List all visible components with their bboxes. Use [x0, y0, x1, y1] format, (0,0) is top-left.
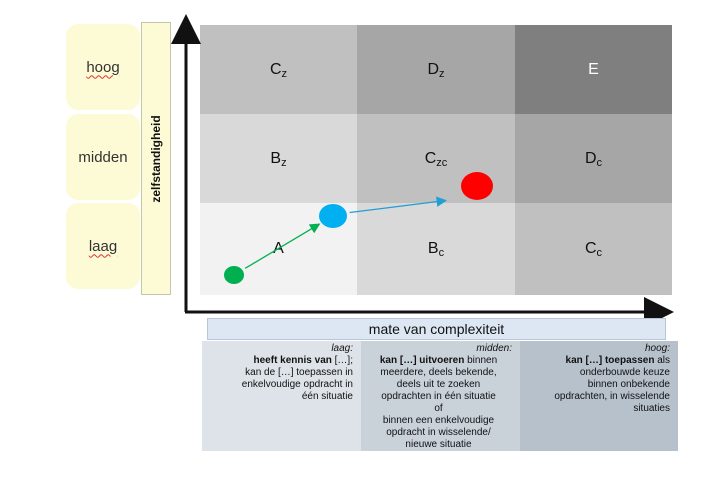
cell-E: E: [515, 25, 672, 114]
y-level-label: laag: [88, 237, 118, 255]
description-line: situaties: [633, 403, 670, 414]
cell-subscript: c: [438, 247, 445, 259]
cell-letter: E: [588, 60, 599, 78]
cell-subscript: z: [439, 67, 445, 80]
cell-subscript: zc: [436, 156, 448, 169]
description-line: kan […] uitvoeren binnen: [379, 355, 498, 366]
description-line: onderbouwde keuze: [579, 367, 670, 378]
description-line: binnen onbekende: [587, 379, 670, 390]
y-level-label: midden: [78, 148, 128, 166]
x-level-description-1: laag:heeft kennis van […];kan de […] toe…: [202, 341, 361, 451]
cell-letter: B: [270, 149, 282, 167]
description-line: deels uit te zoeken: [396, 379, 481, 390]
y-axis-title-bar: zelfstandigheid: [141, 22, 171, 295]
cell-letter: B: [427, 240, 439, 257]
cell-subscript: z: [281, 67, 288, 80]
cell-letter: D: [427, 60, 440, 78]
x-axis-title: mate van complexiteit: [207, 318, 666, 340]
description-line: meerdere, deels bekende,: [380, 367, 497, 378]
y-level-label: hoog: [86, 58, 120, 76]
cell-subscript: z: [281, 156, 287, 169]
cell-letter: D: [584, 149, 597, 167]
description-line: binnen een enkelvoudige: [382, 415, 495, 426]
description-line: één situatie: [301, 391, 353, 402]
cell-letter: C: [424, 149, 437, 167]
description-line: enkelvoudige opdracht in: [241, 379, 353, 390]
cell-letter: C: [269, 60, 282, 78]
cell-letter: C: [584, 240, 597, 257]
description-line: opdrachten, in wisselende: [554, 391, 670, 402]
point-red: [461, 172, 493, 200]
y-level-laag: laag: [66, 203, 140, 289]
cell-subscript: c: [596, 156, 603, 169]
y-level-midden: midden: [66, 114, 140, 200]
description-line: nieuwe situatie: [405, 439, 472, 450]
point-blue: [319, 204, 347, 228]
arrow-blue-to-red: [349, 196, 447, 214]
description-line: opdrachten in één situatie: [381, 391, 496, 402]
x-level-title: midden:: [476, 343, 512, 354]
description-line: kan de […] toepassen in: [245, 367, 353, 378]
description-line: heeft kennis van […];: [253, 355, 353, 366]
y-level-hoog: hoog: [66, 24, 140, 110]
description-line: opdracht in wisselende/: [386, 427, 491, 438]
description-line: of: [434, 403, 443, 414]
x-level-title: laag:: [331, 343, 353, 354]
x-level-title: hoog:: [644, 343, 670, 354]
arrow-green-to-blue: [244, 223, 321, 269]
point-green: [224, 266, 244, 284]
cell-subscript: c: [596, 247, 603, 259]
description-line: kan […] toepassen als: [565, 355, 670, 366]
